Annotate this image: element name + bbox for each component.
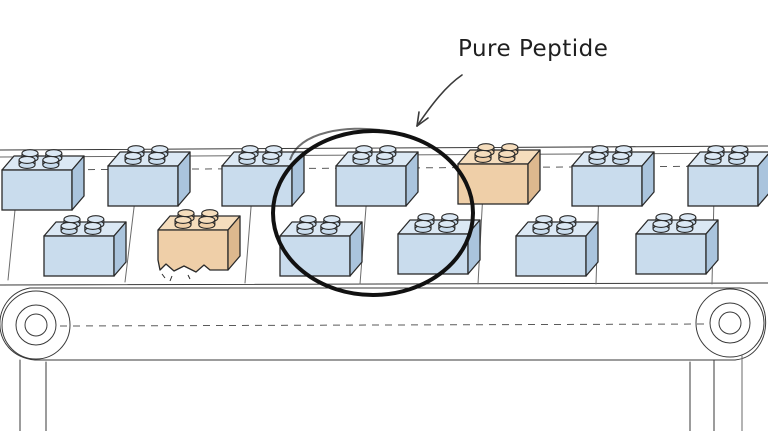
peptide-block xyxy=(687,145,768,207)
peptide-block xyxy=(107,145,191,207)
peptide-block xyxy=(335,145,419,207)
block-stud xyxy=(148,151,166,165)
block-stud xyxy=(474,149,492,163)
peptide-blocks xyxy=(1,143,768,282)
peptide-block xyxy=(279,215,363,277)
block-stud xyxy=(728,151,746,165)
block-stud xyxy=(238,151,256,165)
block-stud xyxy=(60,221,78,235)
block-stud xyxy=(676,219,694,233)
belt-right-curve xyxy=(734,287,767,361)
block-stud xyxy=(556,221,574,235)
block-stud xyxy=(42,155,60,169)
peptide-block xyxy=(635,213,719,275)
block-stud xyxy=(414,219,432,233)
block-stud xyxy=(18,155,36,169)
peptide-block xyxy=(571,145,655,207)
belt-left-curve xyxy=(0,287,36,361)
block-stud xyxy=(352,151,370,165)
block-stud xyxy=(438,219,456,233)
annotation-arrow xyxy=(416,74,463,127)
peptide-block xyxy=(43,215,127,277)
block-stud xyxy=(124,151,142,165)
peptide-block xyxy=(515,215,599,277)
right-roller xyxy=(695,288,765,358)
block-stud xyxy=(376,151,394,165)
block-stud xyxy=(498,149,516,163)
block-stud xyxy=(704,151,722,165)
block-stud xyxy=(612,151,630,165)
block-stud xyxy=(652,219,670,233)
block-stud xyxy=(588,151,606,165)
block-stud xyxy=(198,215,216,229)
block-stud xyxy=(84,221,102,235)
conveyor-legs xyxy=(19,355,743,431)
block-stud xyxy=(262,151,280,165)
block-stud xyxy=(532,221,550,235)
belt-lower-dashes xyxy=(59,323,711,327)
peptide-block xyxy=(457,143,541,205)
belt-front-edge xyxy=(0,282,768,286)
peptide-block xyxy=(157,209,241,282)
block-stud xyxy=(296,221,314,235)
annotation-label: Pure Peptide xyxy=(458,36,609,62)
peptide-block xyxy=(1,149,85,211)
block-stud xyxy=(174,215,192,229)
block-stud xyxy=(320,221,338,235)
highlight-circle xyxy=(271,127,475,297)
left-roller xyxy=(1,290,71,360)
